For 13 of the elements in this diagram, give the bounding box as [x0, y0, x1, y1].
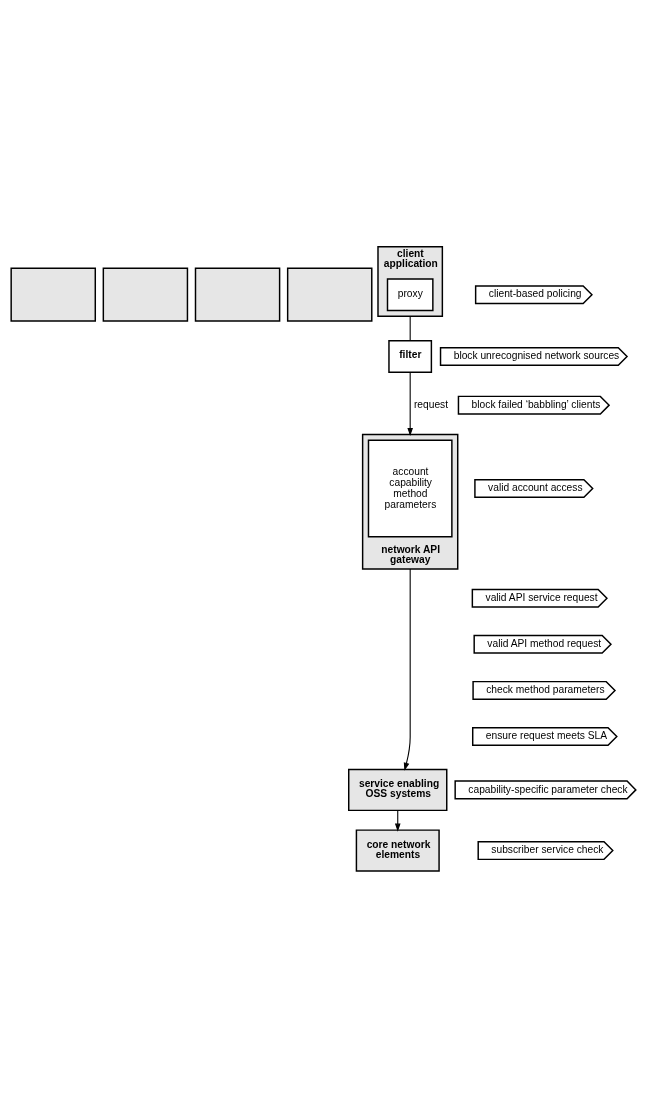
- arrow: [403, 567, 411, 771]
- node-box: [10, 267, 97, 322]
- edge-label: request: [413, 398, 449, 410]
- node-box: [102, 267, 189, 322]
- node-box: [286, 267, 373, 322]
- node-box: account capability method parameters: [367, 439, 453, 538]
- node-box: [194, 267, 281, 322]
- node-box: service enabling OSS systems: [348, 768, 448, 811]
- arrow: [407, 371, 413, 436]
- connector: [409, 315, 411, 341]
- node-box: filter: [388, 339, 433, 373]
- node-box: core network elements: [355, 828, 440, 872]
- node-box: proxy: [386, 277, 434, 311]
